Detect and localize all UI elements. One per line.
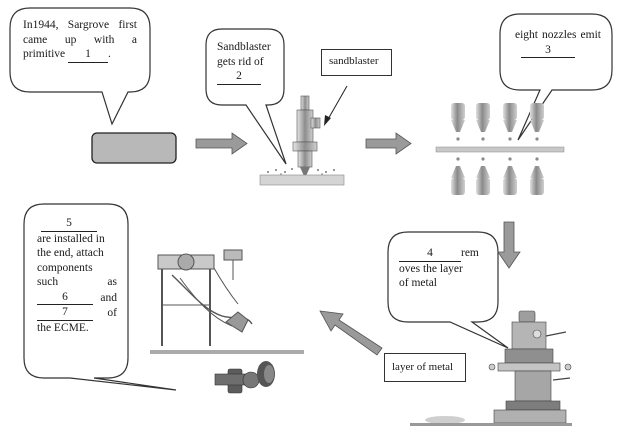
step4-line-c: of metal <box>399 277 437 289</box>
step2-line-b: gets rid of <box>217 55 264 68</box>
flow-arrow-3-to-4 <box>497 221 521 269</box>
flow-arrow-1-to-2 <box>195 132 248 155</box>
step2-line-a: Sandblaster <box>217 41 271 53</box>
step5-and: and <box>100 291 117 304</box>
step1-line-c: primitive 1. <box>23 47 137 63</box>
nozzles-bottom-row <box>451 166 544 195</box>
step5-as: as <box>107 276 117 288</box>
step5-line-c: components <box>37 261 93 274</box>
step3-text: eight nozzles emit 3 <box>506 22 610 64</box>
step4-line-b: oves the layer <box>399 262 463 275</box>
sandblaster-label: sandblaster <box>321 49 392 76</box>
step5-line-a: are installed in <box>37 232 105 245</box>
step5-line-b: the end, attach <box>37 247 104 259</box>
flow-arrow-2-to-3 <box>365 132 412 155</box>
step1-line-b: came up with a <box>23 33 137 46</box>
ecme-baseline <box>150 350 304 354</box>
nozzles-top-row <box>451 103 544 132</box>
step2-text: Sandblaster gets rid of 2 <box>208 34 286 91</box>
step4-rem: rem <box>461 247 479 259</box>
spray-droplets <box>456 137 539 161</box>
step5-line-e: 6 and <box>37 290 117 305</box>
machine-floor <box>410 423 572 426</box>
layer-of-metal-label: layer of metal <box>384 353 466 382</box>
step5-text: 5 are installed in the end, attach compo… <box>28 210 126 341</box>
step3-line-b: 3 <box>515 43 601 58</box>
step5-of: of <box>107 307 117 319</box>
flow-arrow-4-to-5 <box>319 310 383 356</box>
step3-line-a: eight nozzles emit <box>515 29 601 41</box>
speech-bubble-5 <box>23 203 177 391</box>
blank-2[interactable]: 2 <box>217 69 261 85</box>
milling-machine <box>488 310 572 424</box>
ecme-assembly <box>157 249 253 346</box>
step1-period: . <box>108 48 111 60</box>
sandblast-workpiece <box>259 174 345 186</box>
step5-line-blank5: 5 <box>37 216 117 232</box>
primitive-device-block <box>91 132 177 164</box>
step5-line-last: the ECME. <box>37 321 89 334</box>
step5-line-d: such as <box>37 275 117 290</box>
step2-line-c: 2 <box>217 69 277 85</box>
ecme-components <box>214 361 275 394</box>
step1-text: In1944, Sargrove first came up with a pr… <box>14 12 146 69</box>
blank-7[interactable]: 7 <box>37 305 93 321</box>
sandblaster-tool <box>292 95 321 176</box>
sandblaster-pointer <box>326 85 348 122</box>
speech-bubble-2 <box>205 28 287 165</box>
blank-6[interactable]: 6 <box>37 290 93 305</box>
blank-4[interactable]: 4 <box>399 246 461 262</box>
step5-such: such <box>37 276 59 288</box>
step5-line-f: 7 of <box>37 305 117 321</box>
blank-3[interactable]: 3 <box>521 43 575 58</box>
machine-shadow <box>425 416 465 424</box>
sandblaster-pointer-head <box>324 115 331 126</box>
nozzle-plate <box>435 146 565 153</box>
step1-line-a: In1944, Sargrove first <box>23 19 137 31</box>
step1-primitive-word: primitive <box>23 48 66 60</box>
sand-particles <box>267 168 335 175</box>
blank-5[interactable]: 5 <box>41 216 97 232</box>
speech-bubble-1 <box>9 7 151 126</box>
blank-1[interactable]: 1 <box>68 47 109 63</box>
